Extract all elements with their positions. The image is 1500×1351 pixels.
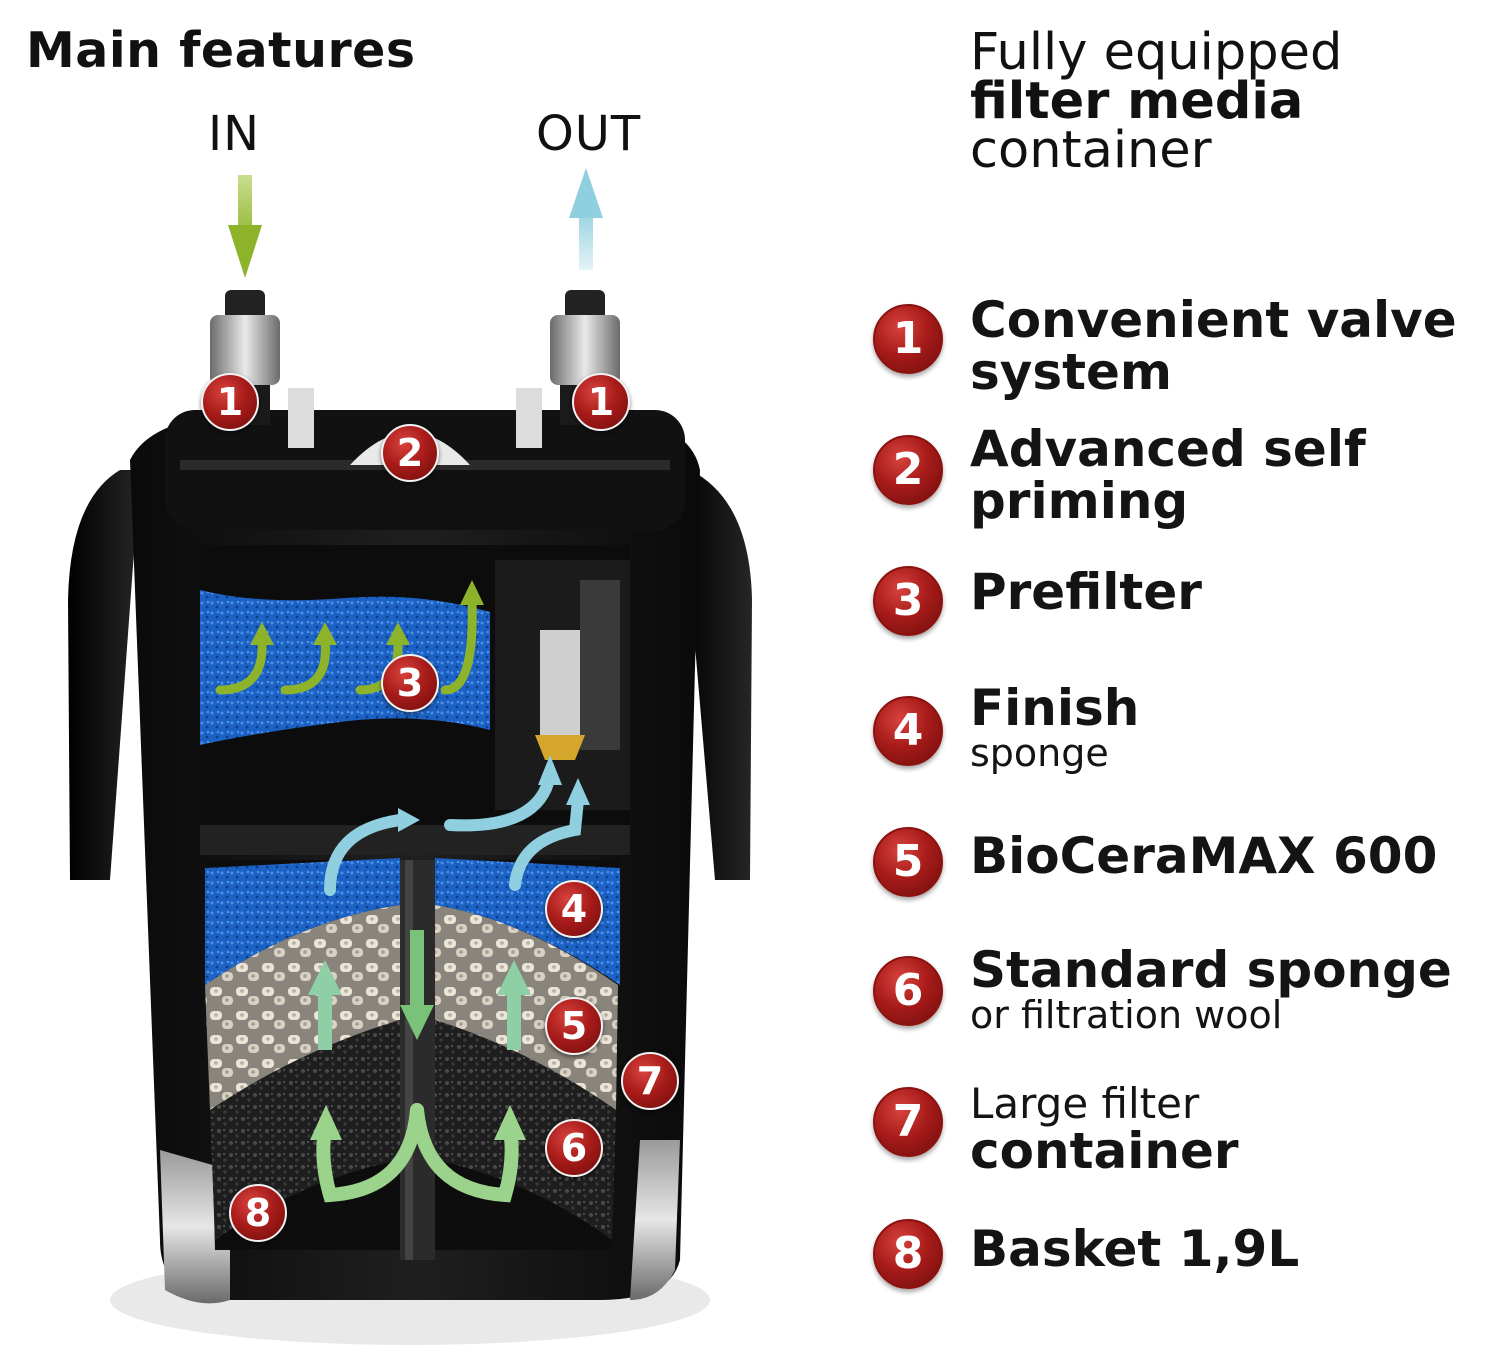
- feature-6-title: Standard sponge: [970, 941, 1452, 999]
- feature-3-badge: 3: [873, 566, 943, 636]
- left-handle: [68, 470, 140, 880]
- diagram-badge-basket: 8: [229, 1184, 287, 1242]
- feature-7-subtitle: container: [970, 1122, 1239, 1180]
- outflow-arrow: [569, 168, 603, 270]
- right-handle: [680, 470, 752, 880]
- feature-4-subtitle: sponge: [970, 731, 1109, 775]
- feature-7-title: Large filter: [970, 1079, 1200, 1128]
- feature-5: 5 BioCeraMAX 600: [870, 827, 1490, 937]
- feature-6-text: Standard sponge or filtration wool: [970, 944, 1452, 1034]
- feature-3-text: Prefilter: [970, 566, 1202, 618]
- feature-7: 7 Large filter container: [870, 1083, 1490, 1197]
- feature-8-text: Basket 1,9L: [970, 1223, 1299, 1275]
- feature-5-badge: 5: [873, 827, 943, 897]
- feature-4: 4 Finish sponge: [870, 682, 1490, 806]
- diagram-badge-valve-in: 1: [201, 373, 259, 431]
- standard-sponge-right: [435, 1020, 616, 1240]
- diagram-badge-container: 7: [621, 1052, 679, 1110]
- feature-8-badge: 8: [873, 1219, 943, 1289]
- feature-1-badge: 1: [873, 304, 943, 374]
- ceramic-media-left: [205, 905, 400, 1110]
- feature-1: 1 Convenient valve system: [870, 294, 1490, 410]
- diagram-badge-valve-out: 1: [572, 373, 630, 431]
- right-foot: [630, 1140, 680, 1300]
- out-label: OUT: [536, 106, 642, 162]
- in-label: IN: [208, 106, 261, 162]
- diagram-badge-finish-sponge: 4: [545, 880, 603, 938]
- filter-cutaway-illustration: [68, 168, 752, 1345]
- feature-3: 3 Prefilter: [870, 566, 1490, 676]
- diagram-badge-prefilter: 3: [381, 654, 439, 712]
- tagline-line-1: Fully equipped: [970, 23, 1343, 82]
- tagline-line-2: filter media: [970, 72, 1304, 131]
- feature-2-badge: 2: [873, 435, 943, 505]
- left-foot: [160, 1150, 230, 1304]
- feature-1-subtitle: system: [970, 343, 1173, 401]
- feature-2-subtitle: priming: [970, 472, 1189, 530]
- feature-4-text: Finish sponge: [970, 682, 1139, 772]
- feature-5-title: BioCeraMAX 600: [970, 827, 1438, 885]
- diagram-badge-priming: 2: [381, 424, 439, 482]
- feature-7-badge: 7: [873, 1087, 943, 1157]
- feature-4-badge: 4: [873, 696, 943, 766]
- tray-flow-arrows: [324, 769, 584, 896]
- feature-3-title: Prefilter: [970, 563, 1202, 621]
- impeller: [535, 735, 585, 760]
- feature-8: 8 Basket 1,9L: [870, 1219, 1490, 1329]
- ceramic-media-right: [435, 905, 618, 1110]
- lower-flow-arrows: [308, 930, 531, 1203]
- diagram-badge-standard-sponge: 6: [545, 1119, 603, 1177]
- finish-sponge-left: [205, 858, 400, 985]
- feature-6-subtitle: or filtration wool: [970, 993, 1283, 1037]
- feature-2-text: Advanced self priming: [970, 423, 1366, 527]
- feature-4-title: Finish: [970, 679, 1140, 737]
- feature-2: 2 Advanced self priming: [870, 423, 1490, 545]
- inflow-arrow: [228, 175, 262, 278]
- impeller-shaft: [540, 630, 580, 740]
- feature-1-text: Convenient valve system: [970, 294, 1457, 398]
- feature-7-text: Large filter container: [970, 1079, 1239, 1180]
- feature-6: 6 Standard sponge or filtration wool: [870, 944, 1490, 1066]
- feature-2-title: Advanced self: [970, 420, 1366, 478]
- tagline: Fully equipped filter media container: [970, 23, 1343, 180]
- clip-left: [288, 388, 314, 448]
- feature-5-text: BioCeraMAX 600: [970, 830, 1437, 882]
- diagram-badge-bioceramax: 5: [545, 997, 603, 1055]
- feature-6-badge: 6: [873, 956, 943, 1026]
- feature-1-title: Convenient valve: [970, 291, 1457, 349]
- tagline-line-3: container: [970, 121, 1212, 180]
- page-title: Main features: [26, 22, 416, 79]
- clip-right: [516, 388, 542, 448]
- feature-8-title: Basket 1,9L: [970, 1220, 1300, 1278]
